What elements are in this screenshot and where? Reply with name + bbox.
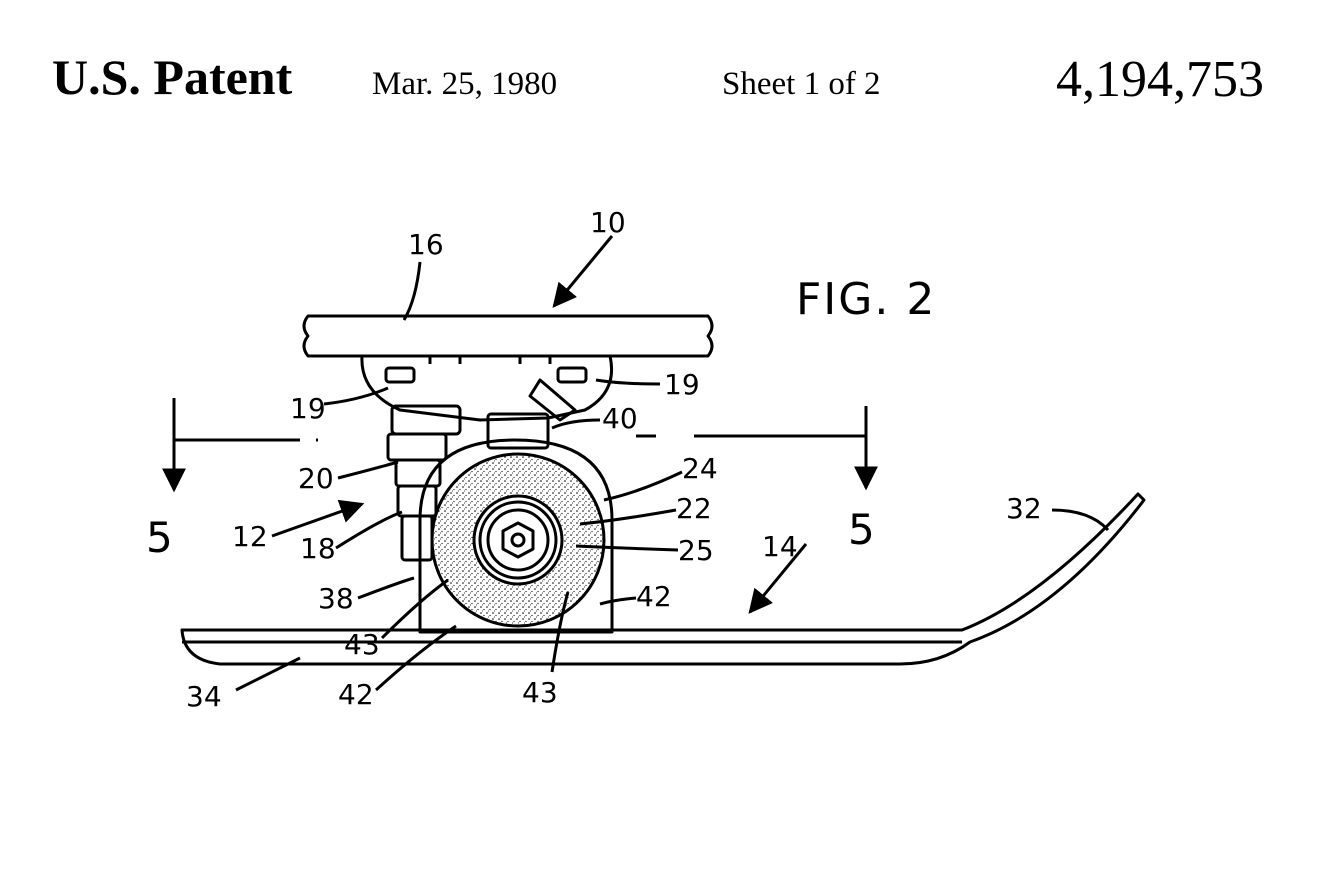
deck bbox=[304, 316, 712, 356]
ref-42-right: 42 bbox=[636, 580, 672, 613]
ref-10: 10 bbox=[590, 206, 626, 239]
figure-label: FIG. 2 bbox=[796, 274, 936, 325]
ref-43-left: 43 bbox=[344, 628, 380, 661]
ski-runner bbox=[182, 494, 1144, 664]
ref-24: 24 bbox=[682, 452, 718, 485]
ref-22: 22 bbox=[676, 492, 712, 525]
ref-40: 40 bbox=[602, 402, 638, 435]
ref-43-bottom: 43 bbox=[522, 676, 558, 709]
ref-38: 38 bbox=[318, 582, 354, 615]
ref-19-right: 19 bbox=[664, 368, 700, 401]
section-mark-right: 5 bbox=[848, 505, 875, 554]
section-mark-left: 5 bbox=[146, 513, 173, 562]
ref-19-left: 19 bbox=[290, 392, 326, 425]
ref-32: 32 bbox=[1006, 492, 1042, 525]
ref-12: 12 bbox=[232, 520, 268, 553]
ref-34: 34 bbox=[186, 680, 222, 713]
axle-nut bbox=[503, 523, 533, 557]
ref-20: 20 bbox=[298, 462, 334, 495]
ref-14: 14 bbox=[762, 530, 798, 563]
ref-42-bottom: 42 bbox=[338, 678, 374, 711]
ref-16: 16 bbox=[408, 228, 444, 261]
ref-25: 25 bbox=[678, 534, 714, 567]
ref-18: 18 bbox=[300, 532, 336, 565]
